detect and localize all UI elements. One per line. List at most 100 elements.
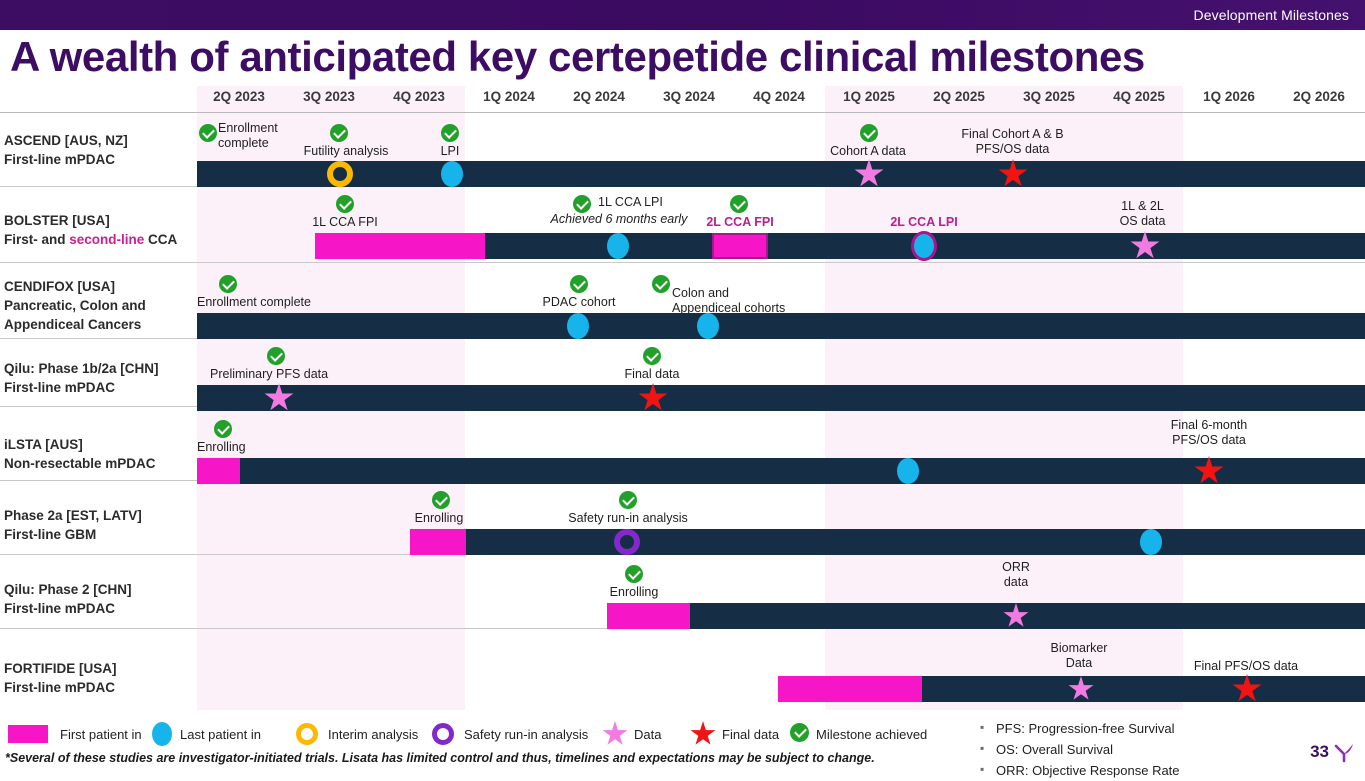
legend-label-final-data: Final data: [722, 727, 780, 742]
row-title-qilu-2: Qilu: Phase 2 [CHN]: [4, 582, 132, 597]
page-number: 33: [1310, 742, 1329, 761]
row-subtitle-ilsta: Non-resectable mPDAC: [4, 456, 156, 471]
label-line-2: Appendiceal cohorts: [672, 301, 786, 315]
first-patient-in-bar[interactable]: [607, 603, 690, 629]
interim-analysis-ring-icon: [296, 723, 318, 745]
last-patient-in-marker[interactable]: [441, 161, 463, 187]
quarter-label-1q2024: 1Q 2024: [483, 89, 535, 104]
quarter-label-4q2023: 4Q 2023: [393, 89, 445, 104]
final-data-star-icon: [690, 721, 716, 745]
interim-analysis-marker[interactable]: [327, 161, 353, 187]
milestone-achieved-icon: [573, 195, 591, 213]
milestone-label-final-6-month: Final 6-month PFS/OS data: [1148, 418, 1270, 448]
label-line-2: data: [1003, 575, 1029, 589]
milestone-achieved-icon: [730, 195, 748, 213]
first-patient-in-swatch-icon: [8, 725, 48, 743]
milestone-label-enrollment-complete: Enrollment complete: [218, 121, 304, 151]
study-track-bar-bolster[interactable]: [315, 233, 1365, 259]
milestone-label-colon-appendiceal: Colon and Appendiceal cohorts: [672, 286, 802, 316]
row-title-ilsta: iLSTA [AUS]: [4, 437, 83, 452]
study-track-bar-qilu-1b2a[interactable]: [197, 385, 1365, 411]
milestone-label-1l-cca-fpi: 1L CCA FPI: [312, 215, 378, 229]
milestone-achieved-icon: [441, 124, 459, 142]
milestone-label-orr-data: ORR data: [975, 560, 1057, 590]
timeline-row-ilsta[interactable]: iLSTA [AUS] Non-resectable mPDAC Enrolli…: [0, 407, 1365, 484]
milestone-note-achieved-early: Achieved 6 months early: [550, 212, 688, 226]
row-title-cendifox: CENDIFOX [USA]: [4, 279, 115, 294]
study-track-bar-phase2a[interactable]: [410, 529, 1365, 555]
last-patient-in-marker-2l[interactable]: [911, 231, 937, 261]
label-line-1: Biomarker: [1050, 641, 1108, 655]
label-line-2: PFS/OS data: [1172, 433, 1246, 447]
milestone-achieved-icon: [643, 347, 661, 365]
legend-label-milestone-achieved: Milestone achieved: [816, 727, 928, 742]
label-line-1: Final Cohort A & B: [961, 127, 1064, 141]
milestone-label-final-data: Final data: [624, 367, 680, 381]
milestone-label-enrolling: Enrolling: [197, 440, 246, 454]
milestone-achieved-icon: [199, 124, 217, 142]
milestone-label-enrolling: Enrolling: [414, 511, 464, 525]
timeline-row-cendifox[interactable]: CENDIFOX [USA] Pancreatic, Colon and App…: [0, 263, 1365, 339]
label-line-1: Enrollment: [218, 121, 278, 135]
top-purple-banner: Development Milestones: [0, 0, 1365, 30]
study-track-bar-ascend[interactable]: [197, 161, 1365, 187]
row-subtitle-bolster-accent: second-line: [69, 232, 145, 247]
quarter-label-2q2026: 2Q 2026: [1293, 89, 1345, 104]
banner-eyebrow-label: Development Milestones: [1193, 7, 1349, 23]
page-title: A wealth of anticipated key certepetide …: [10, 33, 1145, 80]
legend-label-safety-run-in: Safety run-in analysis: [464, 727, 589, 742]
row-title-ascend: ASCEND [AUS, NZ]: [4, 133, 128, 148]
first-patient-in-bar[interactable]: [778, 676, 922, 702]
label-line-1: ORR: [1002, 560, 1030, 574]
abbreviation-list: PFS: Progression-free Survival OS: Overa…: [980, 717, 1180, 781]
safety-run-in-ring-icon: [432, 723, 454, 745]
timeline-row-fortifide[interactable]: FORTIFIDE [USA] First-line mPDAC Biomark…: [0, 629, 1365, 705]
safety-run-in-marker[interactable]: [614, 529, 640, 555]
first-patient-in-bar[interactable]: [197, 458, 240, 484]
quarter-header-row: 2Q 2023 3Q 2023 4Q 2023 1Q 2024 2Q 2024 …: [0, 86, 1365, 112]
milestone-label-lpi: LPI: [440, 144, 460, 158]
milestone-label-cohort-a-data: Cohort A data: [830, 144, 906, 158]
timeline-row-phase2a[interactable]: Phase 2a [EST, LATV] First-line GBM Enro…: [0, 481, 1365, 555]
quarter-label-1q2025: 1Q 2025: [843, 89, 895, 104]
last-patient-in-marker-colon[interactable]: [697, 313, 719, 339]
last-patient-in-marker-pdac[interactable]: [567, 313, 589, 339]
milestone-label-final-pfs-os: Final PFS/OS data: [1193, 659, 1299, 673]
legend: First patient in Last patient in Interim…: [0, 719, 1365, 768]
timeline-row-qilu-1b2a[interactable]: Qilu: Phase 1b/2a [CHN] First-line mPDAC…: [0, 339, 1365, 411]
timeline-row-bolster[interactable]: BOLSTER [USA] First- and second-line CCA…: [0, 187, 1365, 263]
label-line-2: PFS/OS data: [975, 142, 1050, 156]
milestone-achieved-icon: [432, 491, 450, 509]
last-patient-in-marker[interactable]: [1140, 529, 1162, 555]
label-line-2: complete: [218, 136, 269, 150]
first-patient-in-bar-2l[interactable]: [712, 233, 768, 259]
row-subtitle-phase2a: First-line GBM: [4, 527, 97, 542]
study-track-bar-ilsta[interactable]: [197, 458, 1365, 484]
timeline-row-qilu-2[interactable]: Qilu: Phase 2 [CHN] First-line mPDAC Enr…: [0, 555, 1365, 629]
quarter-label-3q2024: 3Q 2024: [663, 89, 715, 104]
first-patient-in-bar[interactable]: [410, 529, 466, 555]
footnote-text: *Several of these studies are investigat…: [5, 751, 875, 765]
last-patient-in-marker[interactable]: [897, 458, 919, 484]
milestone-label-futility-analysis: Futility analysis: [303, 144, 389, 158]
milestone-label-safety-run-in: Safety run-in analysis: [568, 511, 688, 525]
quarter-label-4q2025: 4Q 2025: [1113, 89, 1165, 104]
milestone-achieved-icon: [219, 275, 237, 293]
milestone-label-final-cohort-ab: Final Cohort A & B PFS/OS data: [940, 127, 1085, 157]
legend-label-last-patient-in: Last patient in: [180, 727, 261, 742]
study-track-bar-qilu-2[interactable]: [607, 603, 1365, 629]
study-track-bar-cendifox[interactable]: [197, 313, 1365, 339]
last-patient-in-marker-1l[interactable]: [607, 233, 629, 259]
legend-label-first-patient-in: First patient in: [60, 727, 142, 742]
header-divider: [0, 112, 1365, 113]
quarter-label-2q2025: 2Q 2025: [933, 89, 985, 104]
quarter-label-1q2026: 1Q 2026: [1203, 89, 1255, 104]
timeline-row-ascend[interactable]: ASCEND [AUS, NZ] First-line mPDAC Enroll…: [0, 113, 1365, 187]
first-patient-in-bar-1l[interactable]: [315, 233, 485, 259]
abbr-item-os: OS: Overall Survival: [980, 738, 1180, 760]
row-subtitle-qilu-1b2a: First-line mPDAC: [4, 380, 116, 395]
milestone-label-2l-cca-lpi: 2L CCA LPI: [890, 215, 958, 229]
row-subtitle-cendifox-l3: Appendiceal Cancers: [4, 317, 142, 332]
abbr-item-pfs: PFS: Progression-free Survival: [980, 717, 1180, 739]
milestone-label-preliminary-pfs: Preliminary PFS data: [210, 367, 329, 381]
